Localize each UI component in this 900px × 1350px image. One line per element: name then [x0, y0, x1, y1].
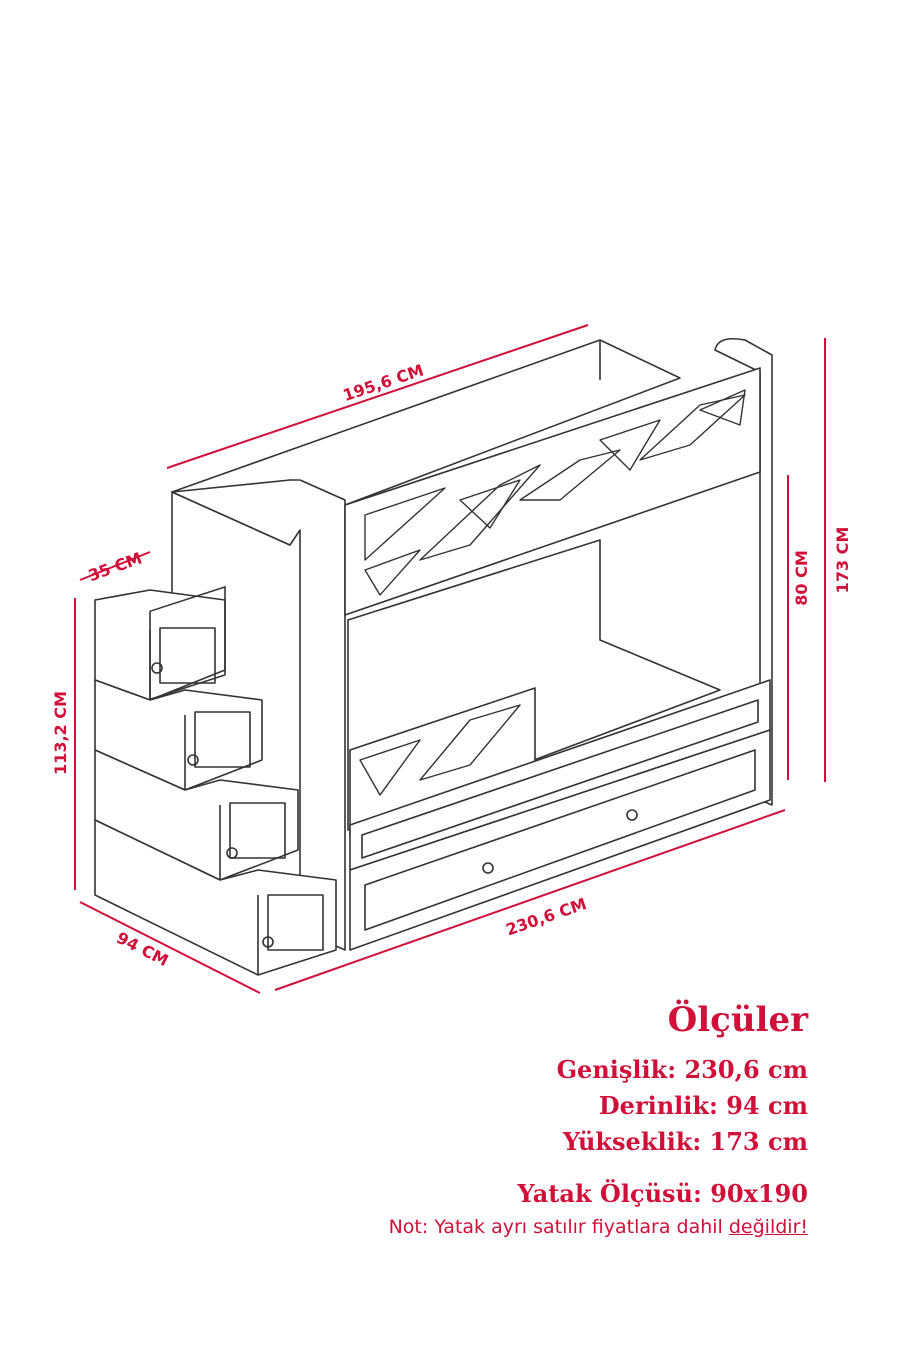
dim-label-step-depth: 35 CM: [86, 548, 145, 585]
info-bed-size: Yatak Ölçüsü: 90x190: [517, 1179, 808, 1208]
upper-guard-rail: [344, 367, 761, 616]
info-title: Ölçüler: [667, 1000, 808, 1040]
dim-label-total-width: 230,6 CM: [503, 894, 588, 939]
trundle-front: [349, 729, 771, 951]
stair-cabinet: [94, 586, 337, 976]
dim-label-stair-height: 113,2 CM: [51, 691, 70, 775]
dimension-lines: [74, 324, 826, 994]
dim-line-top-length: [166, 324, 589, 469]
info-note: Not: Yatak ayrı satılır fiyatlara dahil …: [389, 1212, 808, 1242]
info-depth: Derinlik: 94 cm: [598, 1091, 808, 1120]
bunk-bed-drawing: [94, 337, 773, 976]
dim-label-total-height: 173 CM: [833, 527, 852, 594]
info-height: Yükseklik: 173 cm: [562, 1127, 808, 1156]
dimensions-info: Ölçüler Genişlik: 230,6 cm Derinlik: 94 …: [389, 1000, 808, 1242]
dim-label-bed-height: 80 CM: [792, 550, 811, 606]
dim-line-depth: [79, 901, 261, 994]
note-text: Not: Yatak ayrı satılır fiyatlara dahil: [388, 1216, 729, 1238]
dim-line-step-depth: [79, 551, 151, 581]
info-width: Genişlik: 230,6 cm: [556, 1055, 808, 1084]
dim-line-total-width: [274, 809, 786, 991]
dim-label-top-length: 195,6 CM: [340, 360, 426, 405]
left-end-panel: [171, 479, 346, 951]
note-emphasis: değildir!: [728, 1216, 808, 1238]
